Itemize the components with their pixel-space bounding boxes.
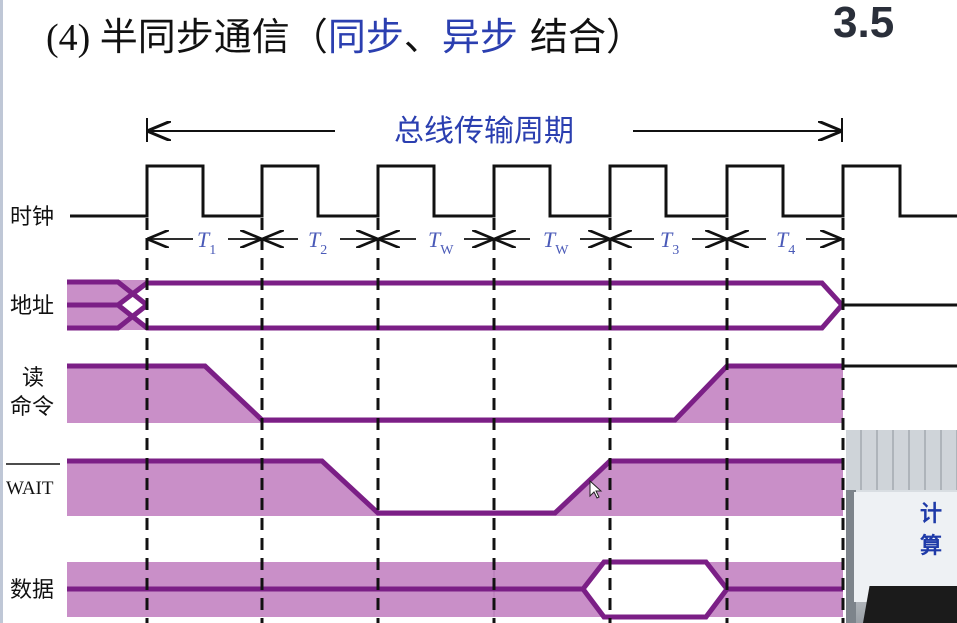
bus-period-arrow: 总线传输周期 (146, 114, 843, 149)
address-waveform (67, 279, 957, 331)
signal-label-data: 数据 (10, 578, 54, 603)
period-label-tw-2: TW (543, 227, 569, 258)
period-label-t2: T2 (308, 227, 327, 258)
slide-title: (4) 半同步通信（同步、异步 结合） (46, 6, 644, 61)
clock-waveform (70, 164, 957, 218)
section-number-badge: 3.5 (833, 0, 895, 47)
ceiling-grid (846, 430, 957, 490)
period-label-t1: T1 (197, 227, 216, 258)
signal-label-read-line1: 读 (22, 366, 44, 391)
title-sync-word: 同步 (327, 15, 404, 59)
mouse-cursor-icon (589, 479, 603, 499)
signal-label-read-line2: 命令 (10, 395, 54, 420)
laptop (862, 586, 957, 623)
period-label-t3: T3 (660, 227, 679, 258)
title-separator: 、 (403, 15, 442, 59)
cycle-boundaries (145, 218, 845, 623)
title-async-word: 异步 (441, 15, 518, 59)
backdrop-sign-text: 计算 (920, 502, 943, 559)
period-label-t4: T4 (776, 227, 795, 258)
title-close-paren: ） (605, 15, 644, 59)
read-command-waveform (67, 363, 957, 423)
signal-label-wait: WAIT (6, 478, 54, 499)
title-prefix: (4) 半同步通信 (46, 17, 290, 59)
title-suffix: 结合 (517, 15, 606, 59)
data-waveform (67, 559, 843, 620)
lecturer-video-inset: 计算 (846, 430, 957, 623)
bus-period-label: 总线传输周期 (394, 114, 574, 149)
backdrop-board (854, 492, 957, 602)
signal-label-address: 地址 (10, 294, 54, 319)
wall-pillar (846, 490, 856, 623)
signal-label-clock: 时钟 (10, 205, 54, 230)
slide-left-edge (0, 0, 3, 623)
title-open-paren: （ (289, 15, 328, 59)
period-label-tw-1: TW (428, 227, 454, 258)
